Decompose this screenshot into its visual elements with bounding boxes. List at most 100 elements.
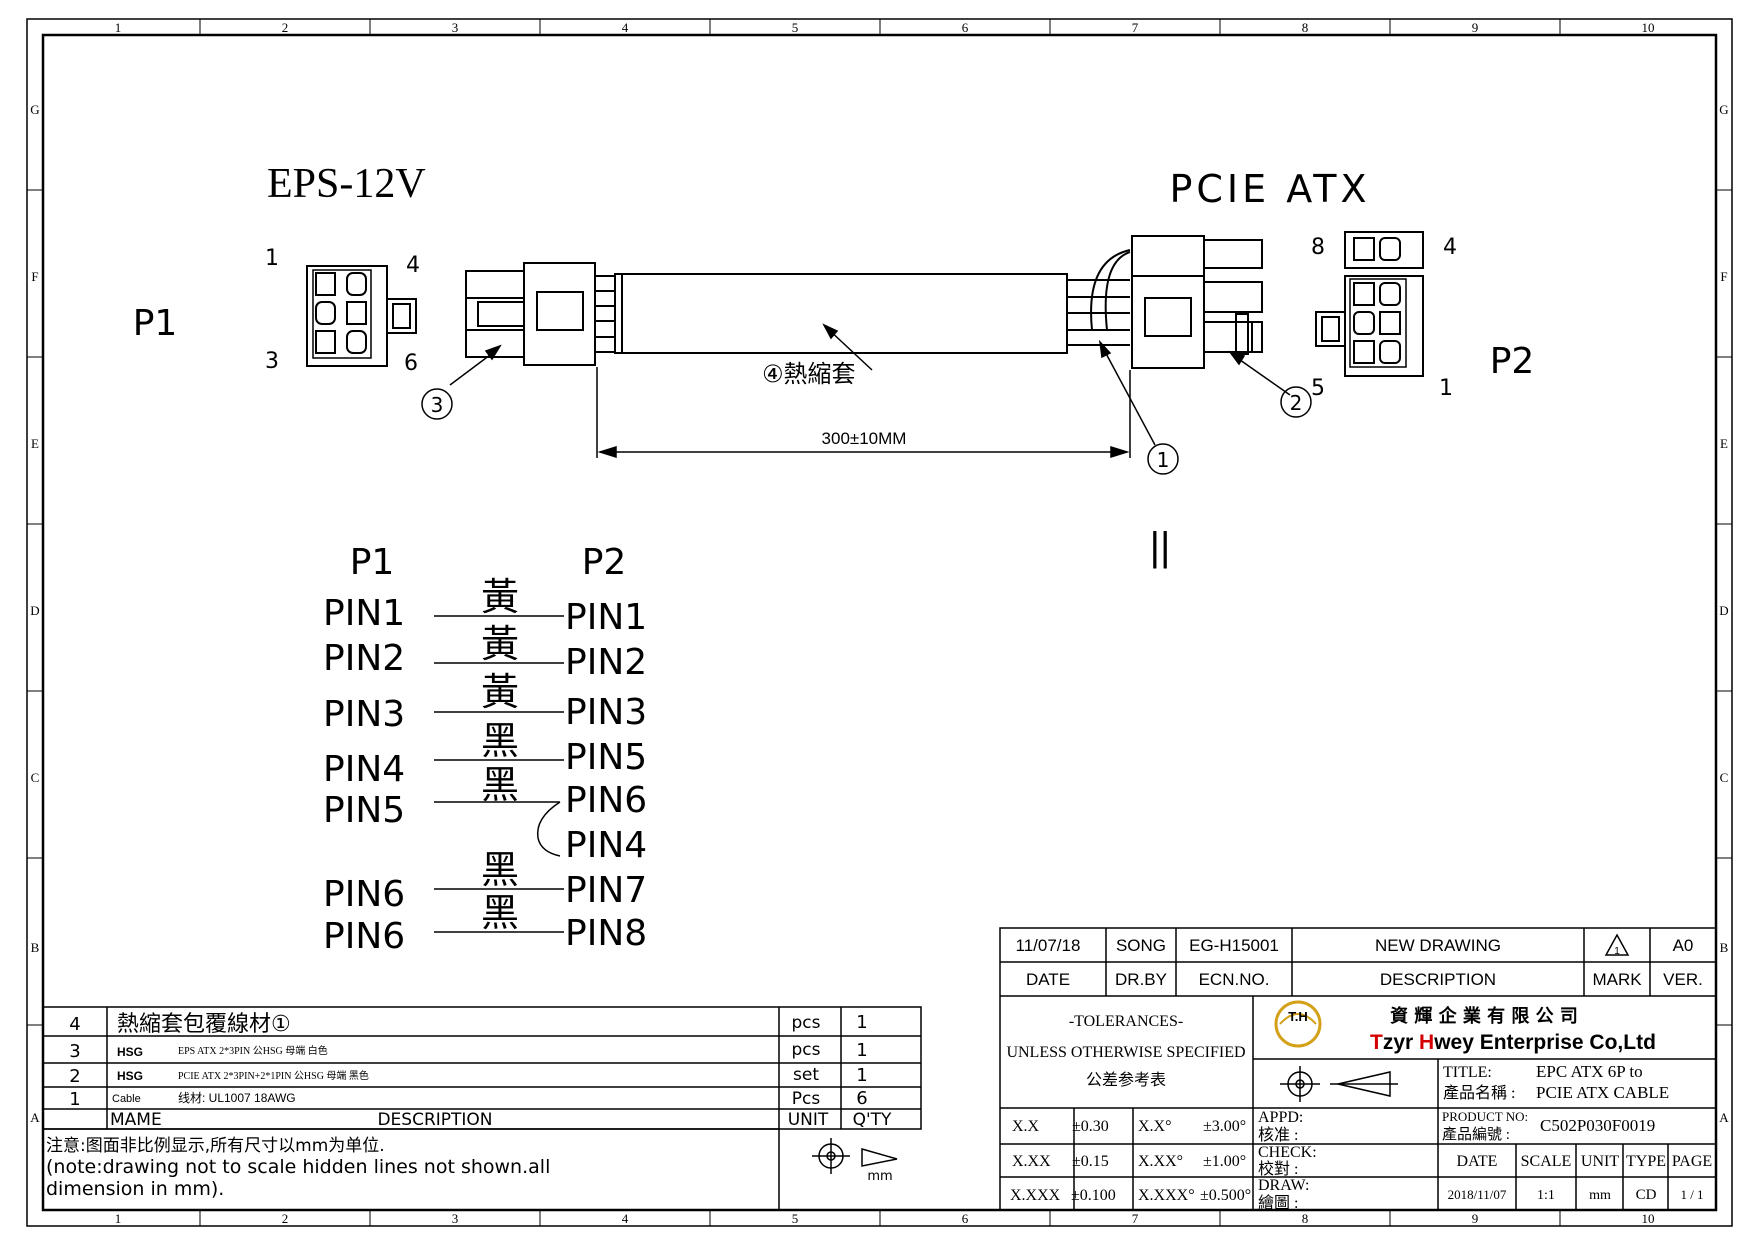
tol-linear: X.XX [1012,1153,1051,1170]
appd-label-cn: 核准 : [1258,1126,1298,1144]
bom-desc: EPS ATX 2*3PIN 公HSG 母端 白色 [178,1044,328,1057]
projection-symbol-icon [1280,1066,1398,1102]
row-label: E [31,436,39,451]
bom-qty: 1 [856,1012,867,1033]
right-connector-title: PCIE ATX [1169,167,1370,211]
tol-angular-value: ±0.500° [1200,1187,1251,1204]
p1-connector-face [306,265,417,367]
bom-desc: 线材: UL1007 18AWG [178,1091,296,1105]
rev-ver: A0 [1673,936,1694,955]
col-label: 9 [1472,1211,1479,1226]
p2-label: P2 [1490,341,1535,382]
bom-table: 4 3 2 1 pcs pcs set Pcs 1 1 1 6 UNIT Q'T… [42,1006,922,1210]
company-name-part: zyr [1383,1031,1419,1054]
col-label: 3 [452,20,459,35]
bom-qty: 6 [856,1088,867,1109]
col-label: 1 [115,20,122,35]
note-line-3: dimension in mm). [46,1178,224,1200]
rev-header-date: DATE [1026,970,1070,989]
wire-color: 黑 [481,763,519,807]
p1-pin-number: 4 [406,253,420,278]
length-dimension [596,367,1131,459]
p2-pin-number: 1 [1439,376,1453,401]
rev-header-by: DR.BY [1115,970,1167,989]
info-header-scale: SCALE [1521,1153,1572,1170]
bom-no: 4 [69,1014,80,1035]
company-initial-t: T [1370,1031,1383,1054]
col-label: 4 [622,1211,629,1226]
tol-angular-value: ±3.00° [1203,1118,1246,1135]
wire-left-pin: PIN3 [323,694,405,735]
row-label: F [1720,269,1727,284]
rev-header-mark: MARK [1592,970,1642,989]
bom-qty: 1 [856,1065,867,1086]
title-label: TITLE: [1443,1064,1492,1081]
row-label: B [31,940,40,955]
wire-right-pin: PIN3 [565,692,647,733]
col-label: 2 [282,20,289,35]
bom-desc: PCIE ATX 2*3PIN+2*1PIN 公HSG 母端 黑色 [178,1069,369,1082]
row-label: A [1719,1110,1729,1125]
info-date: 2018/11/07 [1448,1187,1507,1202]
wire-left-pin: PIN1 [323,593,405,634]
wire-right-pin: PIN6 [565,780,647,821]
tolerances-cn: 公差参考表 [1086,1071,1166,1089]
col-label: 8 [1302,20,1309,35]
col-label: 5 [792,20,799,35]
p2-pin-number: 5 [1311,376,1325,401]
bom-name: 熱縮套包覆線材① [117,1012,291,1037]
wiring-header-p1: P1 [350,542,395,583]
wiring-diagram: P1 P2 PIN1 PIN2 PIN3 PIN4 PIN5 PIN6 PIN6… [323,542,647,957]
p1-label: P1 [133,303,178,344]
wire-right-pin: PIN7 [565,870,647,911]
appd-label: APPD: [1258,1109,1303,1126]
wire-left-pin: PIN4 [323,749,405,790]
leader-lines [449,323,1291,446]
company-logo: T.H [1274,1000,1322,1048]
row-label: F [31,269,38,284]
wire-right-pin: PIN2 [565,642,647,683]
row-label: B [1720,940,1729,955]
wire-color: 黑 [481,848,519,892]
balloon-1 [1147,443,1179,475]
product-title-line-2: PCIE ATX CABLE [1536,1083,1669,1102]
tol-angular: X.XXX° [1138,1187,1195,1204]
col-label: 3 [452,1211,459,1226]
length-dimension-text: 300±10MM [822,429,907,448]
bom-no: 1 [69,1089,80,1110]
row-label: C [1720,770,1729,785]
wire-right-pin: PIN1 [565,597,647,638]
col-label: 7 [1132,1211,1139,1226]
rev-date: 11/07/18 [1016,936,1081,955]
tol-linear-value: ±0.30 [1072,1118,1109,1135]
product-no-label-cn: 產品編號 : [1442,1126,1510,1143]
info-type: CD [1636,1187,1657,1203]
col-label: 1 [115,1211,122,1226]
col-label: 2 [282,1211,289,1226]
company-name-cn: 資 輝 企 業 有 限 公 司 [1390,1005,1578,1027]
tol-angular: X.XX° [1138,1153,1183,1170]
col-label: 7 [1132,20,1139,35]
p2-connector-face [1315,231,1424,377]
drawing-frame: 1 2 3 4 5 6 7 8 9 10 1 2 3 4 5 6 7 8 9 1… [26,18,1733,1227]
wire-left-pin: PIN2 [323,638,405,679]
col-label: 8 [1302,1211,1309,1226]
bom-no: 2 [69,1066,80,1087]
company-name-en: Tzyr Hwey Enterprise Co,Ltd [1370,1031,1656,1054]
rev-by: SONG [1116,936,1166,955]
bom-unit: Pcs [792,1089,821,1109]
bom-unit: set [793,1065,819,1085]
balloon-3-label: 3 [431,393,444,417]
wire-left-pin: PIN5 [323,790,405,831]
p1-pin-number: 1 [265,246,279,271]
projection-symbol-icon [812,1138,898,1174]
bom-qty: 1 [856,1040,867,1061]
wire-color: 黑 [481,891,519,935]
row-label: A [30,1110,40,1125]
info-header-type: TYPE [1626,1153,1666,1170]
wire-color: 黃 [481,575,519,619]
note-line-2: (note:drawing not to scale hidden lines … [46,1156,550,1178]
bom-unit: pcs [792,1040,821,1060]
logo-text: T.H [1288,1009,1308,1024]
